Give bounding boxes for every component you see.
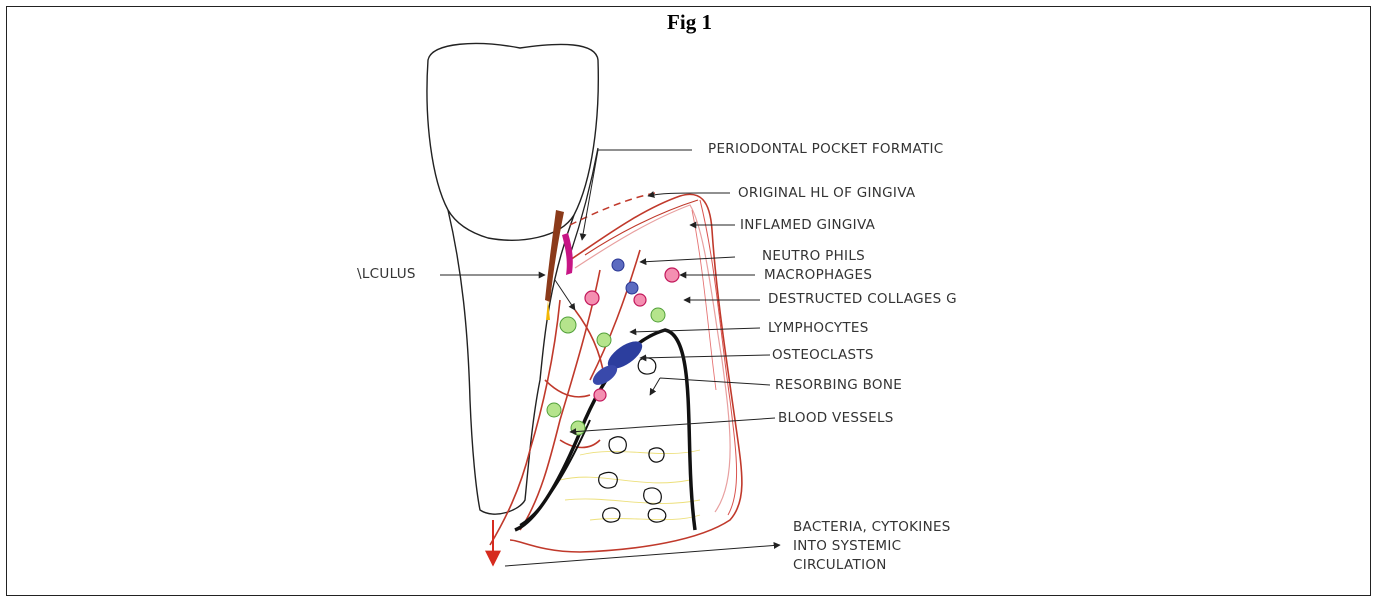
tooth-crown	[427, 44, 598, 241]
label-blood-vessels: BLOOD VESSELS	[778, 410, 894, 426]
label-bacteria-line-1: BACTERIA, CYTOKINES	[793, 518, 951, 537]
label-inflamed-gingiva: INFLAMED GINGIVA	[740, 217, 875, 233]
label-bacteria: BACTERIA, CYTOKINES INTO SYSTEMIC CIRCUL…	[793, 518, 951, 575]
label-lymphocytes: LYMPHOCYTES	[768, 320, 869, 336]
label-calculus: \LCULUS	[357, 266, 416, 282]
label-resorbing-bone: RESORBING BONE	[775, 377, 902, 393]
periodontitis-diagram	[0, 0, 1379, 583]
label-original-level: ORIGINAL HL OF GINGIVA	[738, 185, 915, 201]
label-bacteria-line-2: INTO SYSTEMIC	[793, 537, 951, 556]
label-macrophages: MACROPHAGES	[764, 267, 872, 283]
label-collagen: DESTRUCTED COLLAGES G	[768, 291, 957, 307]
label-bacteria-line-3: CIRCULATION	[793, 556, 951, 575]
neutrophils	[612, 259, 638, 294]
pocket-wall	[570, 148, 598, 255]
label-pocket: PERIODONTAL POCKET FORMATIC	[708, 141, 944, 157]
bone-trabeculae	[599, 358, 666, 522]
original-gingiva-level	[570, 193, 655, 225]
collagen-fibres	[560, 450, 700, 520]
label-neutrophils: NEUTRO PHILS	[762, 248, 865, 264]
label-osteoclasts: OSTEOCLASTS	[772, 347, 874, 363]
